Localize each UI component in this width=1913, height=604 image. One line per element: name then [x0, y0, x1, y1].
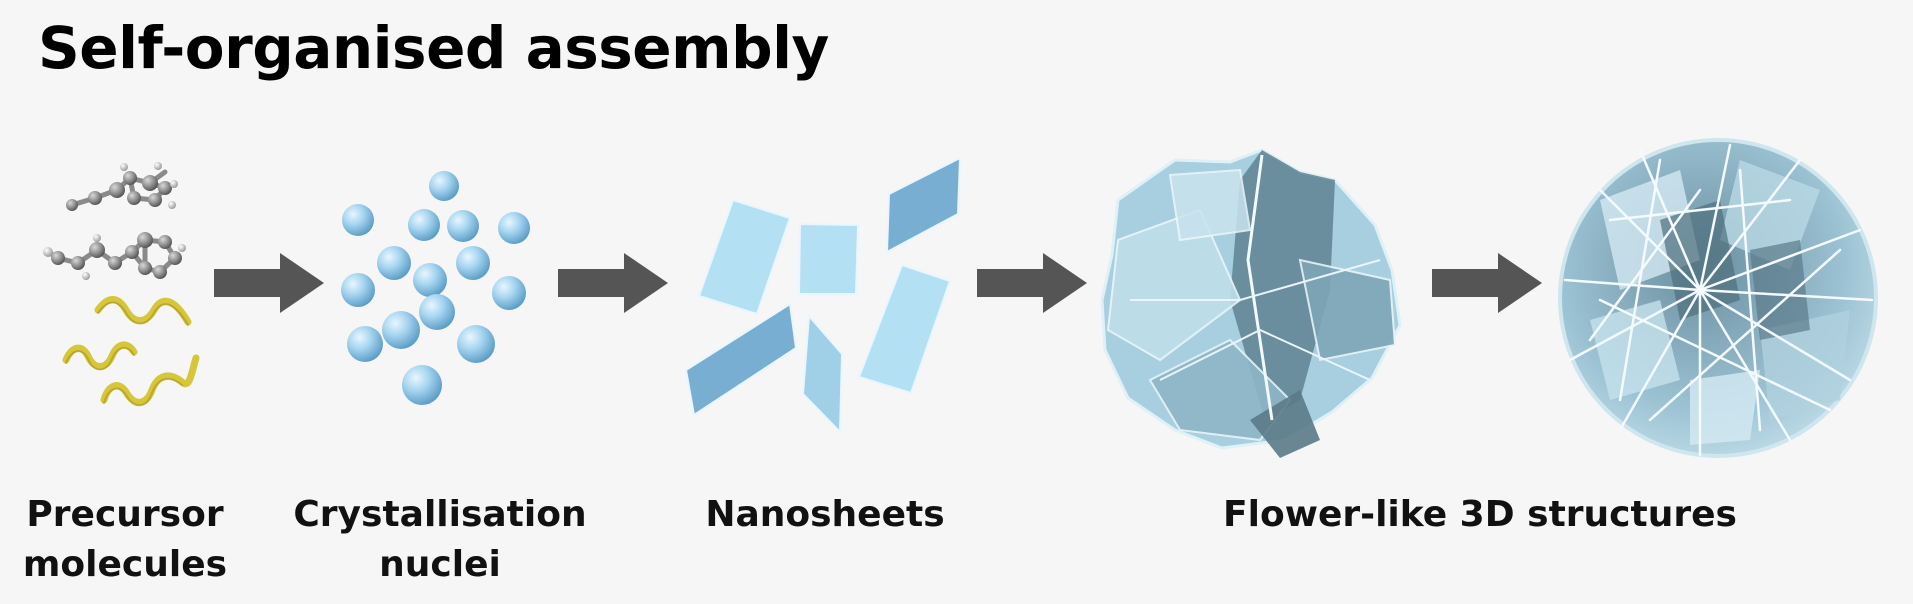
arrow-4 — [1432, 253, 1542, 313]
flower-structure-1 — [1100, 148, 1402, 458]
label-precursor-line1: Precursor — [26, 494, 224, 535]
label-nuclei-line2: nuclei — [379, 544, 501, 585]
arrow-2 — [558, 253, 668, 313]
flower-structure-2 — [1558, 138, 1878, 458]
arrow-1 — [214, 253, 324, 313]
page-title: Self-organised assembly — [38, 14, 829, 82]
precursor-molecules-illustration — [43, 162, 200, 407]
crystallisation-nuclei-illustration — [341, 171, 530, 405]
label-precursor-molecules: Precursor molecules — [20, 490, 230, 590]
polymer-chains — [62, 296, 200, 406]
nanosheets-illustration — [684, 156, 962, 435]
label-flower-structures: Flower-like 3D structures — [1223, 494, 1737, 535]
label-nuclei-line1: Crystallisation — [293, 494, 587, 535]
label-precursor-line2: molecules — [22, 544, 228, 585]
label-crystallisation-nuclei: Crystallisation nuclei — [290, 490, 590, 590]
arrow-3 — [977, 253, 1087, 313]
label-nanosheets: Nanosheets — [705, 494, 945, 535]
